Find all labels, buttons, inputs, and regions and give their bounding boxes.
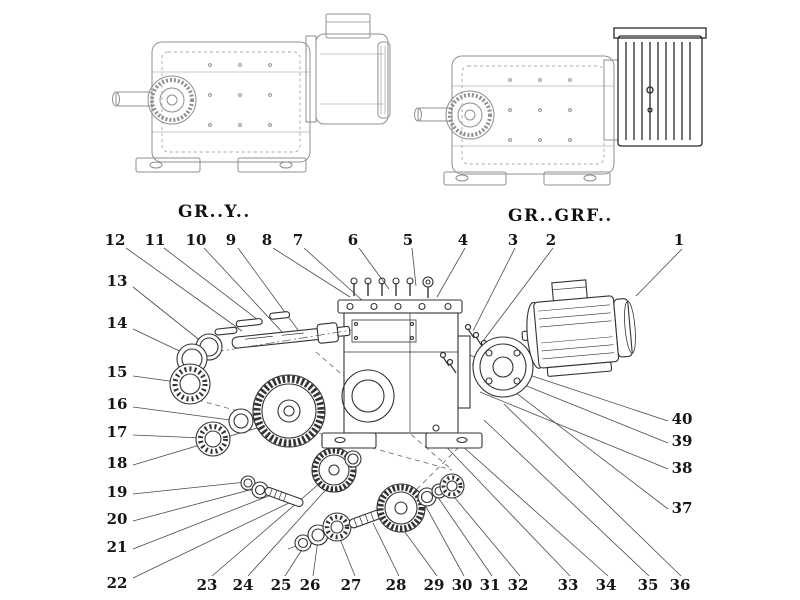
- callout-1: 1: [673, 231, 685, 249]
- callout-39: 39: [671, 432, 693, 450]
- callout-26: 26: [299, 576, 321, 594]
- callout-22: 22: [106, 574, 128, 592]
- cover-screws: [350, 276, 434, 298]
- lower-bearing: [195, 421, 231, 457]
- callout-20: 20: [106, 510, 128, 528]
- callout-29: 29: [423, 576, 445, 594]
- assembled-view-gr-grf: [414, 27, 707, 186]
- callout-33: 33: [557, 576, 579, 594]
- callout-2: 2: [545, 231, 557, 249]
- assembled-view-gr-y: [112, 13, 391, 173]
- leader-lines: [125, 247, 683, 579]
- eye-bolt: [422, 276, 434, 298]
- exploded-view: [169, 276, 636, 552]
- callout-14: 14: [106, 314, 128, 332]
- callout-6: 6: [347, 231, 359, 249]
- figure-title-gr-grf: GR..GRF..: [508, 206, 613, 226]
- retaining-ring: [344, 450, 362, 468]
- callout-36: 36: [669, 576, 691, 594]
- callout-37: 37: [671, 499, 693, 517]
- callout-32: 32: [507, 576, 529, 594]
- finned-motor-block: [613, 27, 707, 147]
- callout-25: 25: [270, 576, 292, 594]
- callout-19: 19: [106, 483, 128, 501]
- washer-small-a: [240, 475, 256, 491]
- gearbox-housing: [321, 299, 483, 449]
- callout-38: 38: [671, 459, 693, 477]
- input-axis-line: [214, 329, 353, 353]
- callout-40: 40: [671, 410, 693, 428]
- motor-flange: [472, 336, 534, 398]
- callout-11: 11: [144, 231, 166, 249]
- callout-8: 8: [261, 231, 273, 249]
- callout-31: 31: [479, 576, 501, 594]
- callout-10: 10: [185, 231, 207, 249]
- input-shaft: [214, 311, 351, 349]
- electric-motor: [521, 279, 636, 377]
- callout-21: 21: [106, 538, 128, 556]
- callout-12: 12: [104, 231, 126, 249]
- figure-title-gr-y: GR..Y..: [178, 202, 251, 222]
- ring-out-a: [417, 487, 437, 507]
- callout-15: 15: [106, 363, 128, 381]
- washer-out-a: [294, 534, 312, 552]
- callout-34: 34: [595, 576, 617, 594]
- output-bearing-right: [439, 473, 465, 499]
- callout-35: 35: [637, 576, 659, 594]
- drain-plug: [432, 424, 440, 432]
- input-bearing: [169, 363, 211, 405]
- callout-4: 4: [457, 231, 469, 249]
- output-gear: [376, 483, 426, 533]
- callout-24: 24: [232, 576, 254, 594]
- callout-5: 5: [402, 231, 414, 249]
- callout-30: 30: [451, 576, 473, 594]
- callout-9: 9: [225, 231, 237, 249]
- callout-18: 18: [106, 454, 128, 472]
- callout-27: 27: [340, 576, 362, 594]
- output-bearing-left: [322, 512, 352, 542]
- spacer-ring: [228, 408, 254, 434]
- large-gear: [252, 374, 326, 448]
- callout-28: 28: [385, 576, 407, 594]
- callout-13: 13: [106, 272, 128, 290]
- callout-16: 16: [106, 395, 128, 413]
- callout-3: 3: [507, 231, 519, 249]
- callout-17: 17: [106, 423, 128, 441]
- callout-7: 7: [292, 231, 304, 249]
- pinion-shaft: [264, 486, 304, 508]
- callout-23: 23: [196, 576, 218, 594]
